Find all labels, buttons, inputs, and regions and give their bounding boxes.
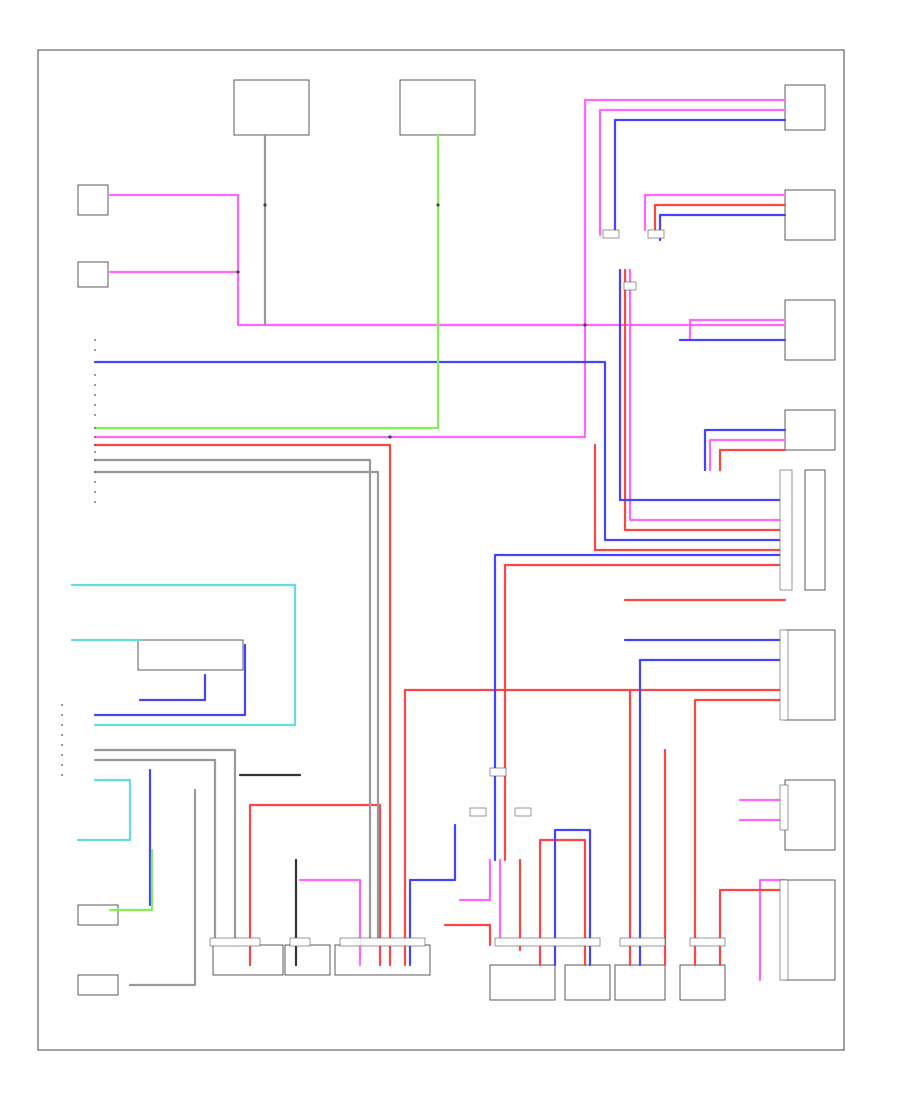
neutral-switch-box-1 — [77, 904, 119, 926]
pin-column-left — [61, 339, 96, 776]
module-left-1 — [77, 184, 109, 216]
gauge-module-box — [137, 639, 244, 671]
bottom-module-7 — [679, 964, 726, 1001]
wires-blue — [93, 118, 787, 967]
module-right-5 — [784, 629, 836, 721]
wires-pink — [93, 98, 787, 982]
module-right-6 — [784, 779, 836, 851]
wires-green — [93, 133, 440, 912]
diagram-frame — [37, 49, 845, 1051]
wires-black — [238, 773, 302, 967]
connector-markers — [209, 229, 793, 981]
module-left-2 — [77, 261, 109, 288]
module-top-right — [784, 84, 826, 131]
wires-gray — [93, 133, 380, 987]
module-right-7 — [784, 879, 836, 981]
bottom-module-4 — [489, 964, 556, 1001]
fuse-box-top-mid — [399, 79, 476, 136]
module-right-4 — [784, 409, 836, 451]
fuse-box-top-left — [233, 79, 310, 136]
bottom-module-2 — [284, 944, 331, 976]
bottom-module-5 — [564, 964, 611, 1001]
junction-dots — [236, 203, 587, 439]
module-right-3 — [784, 299, 836, 361]
bottom-module-6 — [614, 964, 666, 1001]
wires-cyan — [70, 583, 297, 842]
bottom-module-3 — [334, 944, 431, 976]
multiplex-connector-right — [804, 469, 826, 591]
neutral-switch-box-2 — [77, 974, 119, 996]
module-right-2 — [784, 189, 836, 241]
bottom-module-1 — [212, 944, 284, 976]
